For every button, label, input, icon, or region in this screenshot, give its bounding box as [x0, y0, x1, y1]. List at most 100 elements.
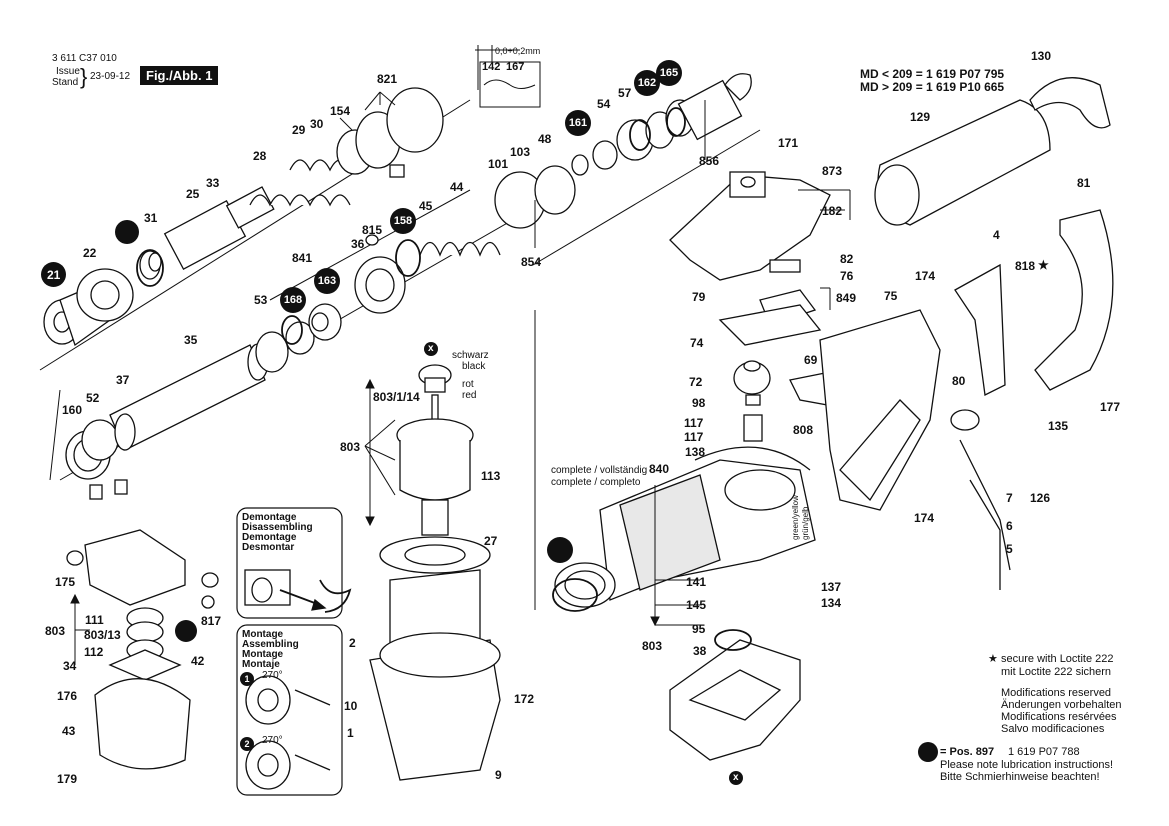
montage-3: Montage	[242, 649, 284, 660]
callout-854: 854	[521, 255, 542, 269]
callout-42: 42	[191, 654, 205, 668]
lube-de: Bitte Schmierhinweise beachten!	[940, 771, 1100, 783]
callout-4: 4	[993, 228, 1000, 242]
lubrication-dot	[41, 262, 66, 287]
callout-817: 817	[201, 614, 222, 628]
part-number: 3 611 C37 010	[52, 53, 117, 64]
montage-2: Assembling	[242, 639, 299, 650]
lubrication-dot	[115, 220, 139, 244]
motor-housing	[554, 459, 816, 608]
callout-10: 10	[344, 699, 358, 713]
callout-174b: 174	[914, 511, 935, 525]
callout-172: 172	[514, 692, 535, 706]
callout-27: 27	[484, 534, 498, 548]
callout-803-1-14: 803/1/14	[373, 390, 420, 404]
callout-873: 873	[822, 164, 843, 178]
mod-fr: Modifications resérvées	[1001, 711, 1117, 723]
callout-117a: 117	[684, 416, 704, 430]
dot-callout-162: 162	[634, 70, 660, 96]
callout-803b: 803	[45, 624, 66, 638]
callout-36: 36	[351, 237, 365, 251]
callout-31: 31	[144, 211, 158, 225]
dot-callout-163: 163	[314, 268, 340, 294]
callout-79: 79	[692, 290, 706, 304]
callout-145: 145	[686, 598, 707, 612]
callout-75: 75	[884, 289, 898, 303]
callout-808: 808	[793, 423, 814, 437]
callout-54: 54	[597, 97, 611, 111]
complete-note-2: complete / completo	[551, 477, 641, 488]
x-marker-bottom	[729, 771, 743, 785]
callout-130: 130	[1031, 49, 1052, 63]
callout-37: 37	[116, 373, 130, 387]
callout-95: 95	[692, 622, 706, 636]
demontage-4: Desmontar	[242, 542, 295, 553]
gear-housing	[669, 171, 857, 411]
montage-4: Montaje	[242, 659, 280, 670]
callout-5: 5	[1006, 542, 1013, 556]
callout-137: 137	[821, 580, 842, 594]
loctite-star: ★	[988, 653, 998, 665]
callout-111: 111	[85, 613, 104, 627]
callout-82: 82	[840, 252, 854, 266]
callout-117b: 117	[684, 430, 704, 444]
stand-label: Stand	[52, 77, 79, 88]
callout-815: 815	[362, 223, 383, 237]
callout-841: 841	[292, 251, 313, 265]
callout-43: 43	[62, 724, 76, 738]
callout-821: 821	[377, 72, 398, 86]
dot-callout-161: 161	[565, 110, 591, 136]
callout-57: 57	[618, 86, 632, 100]
callout-1: 1	[347, 726, 354, 740]
callout-76: 76	[840, 269, 854, 283]
callout-803-13: 803/13	[84, 628, 121, 642]
callout-177: 177	[1100, 400, 1121, 414]
lubrication-legend-dot	[918, 742, 938, 762]
handle-cover	[874, 77, 1111, 226]
callout-9: 9	[495, 768, 502, 782]
callout-175: 175	[55, 575, 76, 589]
callout-135: 135	[1048, 419, 1069, 433]
tolerance-part-a: 142	[482, 61, 501, 73]
callout-840: 840	[649, 462, 670, 476]
callout-52: 52	[86, 391, 100, 405]
montage-angle-1: 270°	[262, 670, 283, 681]
montage-1: Montage	[242, 629, 284, 640]
callout-45: 45	[419, 199, 433, 213]
wire-schwarz: schwarz	[452, 350, 489, 361]
callout-171: 171	[778, 136, 799, 150]
mod-es: Salvo modificaciones	[1001, 723, 1105, 735]
callout-160: 160	[62, 403, 83, 417]
callout-174a: 174	[915, 269, 936, 283]
dot-callout-165: 165	[656, 60, 682, 86]
tool-holder-assembly	[43, 87, 444, 347]
callout-803a: 803	[340, 440, 361, 454]
montage-angle-2: 270°	[262, 735, 283, 746]
wire-red: red	[462, 390, 477, 401]
mod-de: Änderungen vorbehalten	[1001, 699, 1122, 711]
wire-rot: rot	[462, 379, 474, 390]
callout-98: 98	[692, 396, 706, 410]
callout-112: 112	[84, 645, 104, 659]
lubrication-dot	[175, 620, 197, 642]
wire-black: black	[462, 361, 486, 372]
main-handle	[819, 209, 1114, 590]
issue-date: 23-09-12	[90, 71, 131, 82]
pos-number: 1 619 P07 788	[1008, 746, 1080, 758]
lube-en: Please note lubrication instructions!	[940, 759, 1114, 771]
spindle-assembly	[65, 331, 289, 500]
callout-7: 7	[1006, 491, 1013, 505]
brush-holder-assembly	[66, 529, 219, 770]
callout-74: 74	[690, 336, 704, 350]
issue-label: Issue	[56, 66, 80, 77]
montage-step-2: 2	[240, 737, 254, 751]
callout-22: 22	[83, 246, 97, 260]
callout-72: 72	[689, 375, 703, 389]
complete-note-1: complete / vollständig	[551, 465, 648, 476]
callout-21-overlay: 21	[47, 268, 61, 282]
x-label-top: x	[428, 343, 434, 354]
callout-101: 101	[488, 157, 509, 171]
pos-label: = Pos. 897	[940, 746, 995, 758]
callout-48: 48	[538, 132, 552, 146]
